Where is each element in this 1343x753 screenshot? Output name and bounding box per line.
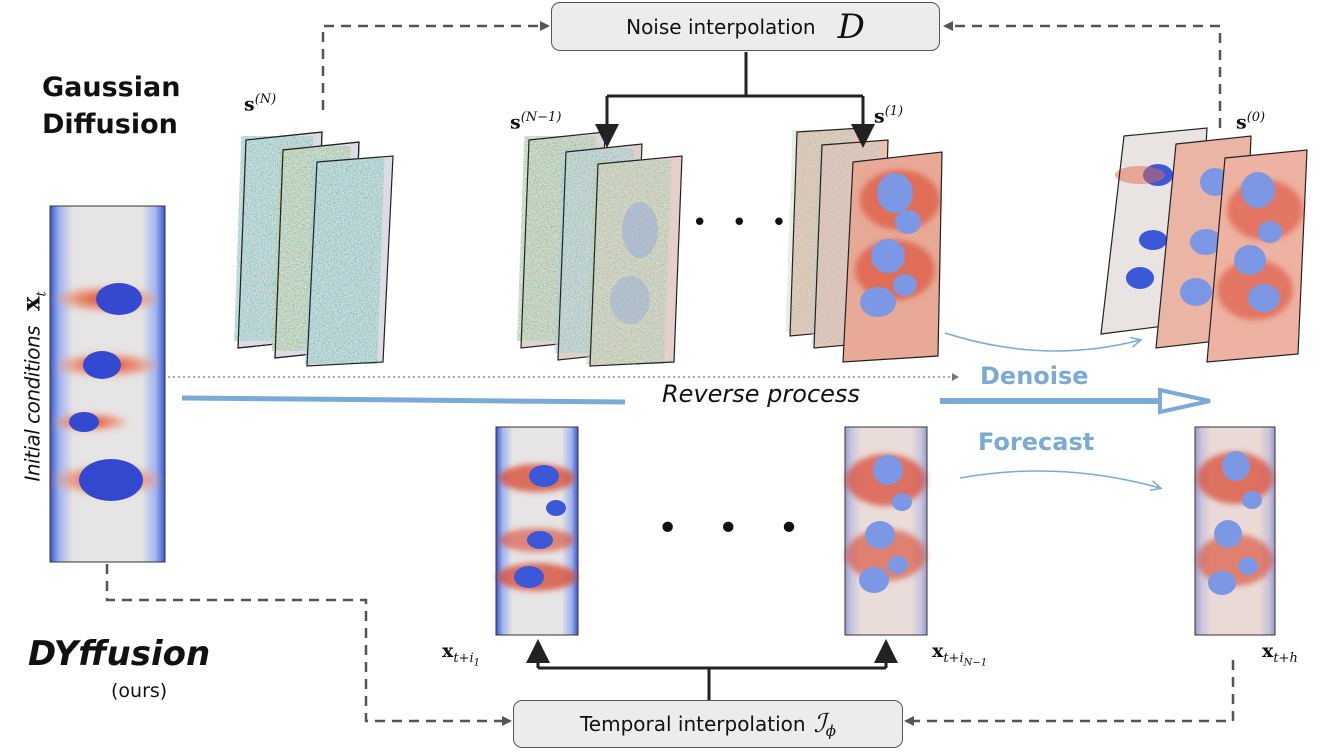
sub-1: 1 [473, 657, 480, 669]
initial-conditions-text: Initial conditions [20, 325, 45, 482]
forecast-label: Forecast [978, 428, 1095, 456]
sup-N-1: (N−1) [520, 110, 562, 125]
reverse-process-arrowhead [1158, 387, 1211, 415]
denoise-label: Denoise [980, 362, 1089, 390]
noise-interp-arrows [595, 52, 875, 148]
lower-ellipsis: • • • [657, 508, 814, 549]
noise-stack-sN [234, 131, 394, 367]
x-symbol: x [1262, 640, 1274, 662]
x-symbol: x [932, 640, 944, 662]
field-x-t-i1 [495, 426, 579, 636]
label-s-N-1: s(N−1) [510, 110, 561, 133]
upper-ellipsis: • • • [692, 208, 795, 238]
temporal-interpolation-symbol: ℐ [813, 709, 826, 739]
sup-1: (1) [884, 104, 904, 119]
dyffusion-heading: DYffusion [28, 634, 211, 674]
s-symbol: s [1236, 111, 1247, 134]
sample-stack-s0 [1100, 127, 1308, 363]
x-symbol: x [442, 640, 454, 662]
field-x-t-iN-1 [844, 426, 928, 636]
label-s-N: s(N) [244, 92, 276, 115]
denoise-arrow [944, 332, 1140, 352]
gaussian-heading-line2: Diffusion [42, 109, 178, 140]
dashed-connectors [105, 21, 1235, 726]
sup-N: (N) [254, 92, 277, 107]
initial-conditions-label: Initial conditions xt [17, 281, 50, 491]
sub-t-i: t+i [453, 650, 474, 666]
reverse-process-label: Reverse process [662, 380, 860, 408]
s-symbol: s [510, 111, 521, 134]
forecast-arrow [959, 470, 1160, 488]
s-symbol: s [244, 93, 255, 116]
reverse-process-line-left [181, 395, 626, 405]
ours-label: (ours) [111, 680, 168, 702]
temporal-interpolation-box: Temporal interpolation ℐ ϕ [513, 700, 903, 748]
noise-interpolation-label: Noise interpolation [626, 14, 816, 39]
x-symbol: x [16, 296, 46, 311]
noise-interpolation-box: Noise interpolation D [551, 2, 940, 51]
label-x-t-iN-1: xt+iN−1 [932, 640, 987, 668]
s-symbol: s [874, 105, 885, 128]
label-x-t-h: xt+h [1262, 640, 1298, 666]
gaussian-heading-line1: Gaussian [42, 72, 181, 103]
temporal-interp-arrows [526, 639, 898, 700]
label-s-1: s(1) [874, 104, 903, 127]
temporal-interpolation-label: Temporal interpolation [579, 712, 806, 736]
field-x-t-h [1194, 426, 1276, 636]
label-s-0: s(0) [1236, 110, 1265, 133]
noise-stack-sN-1 [517, 131, 683, 367]
temporal-interpolation-subscript: ϕ [825, 722, 837, 740]
x-t-initial-symbol: xt [16, 291, 50, 311]
noise-interpolation-symbol: D [837, 6, 865, 47]
sub-N-1: N−1 [963, 657, 988, 669]
sub-t-h: t+h [1273, 650, 1298, 666]
sup-0: (0) [1246, 110, 1266, 125]
t-subscript: t [34, 291, 50, 297]
label-x-t-i1: xt+i1 [442, 640, 480, 668]
initial-condition-field [49, 205, 166, 563]
sub-t-i: t+i [943, 650, 964, 666]
noise-stack-s1 [785, 127, 943, 363]
